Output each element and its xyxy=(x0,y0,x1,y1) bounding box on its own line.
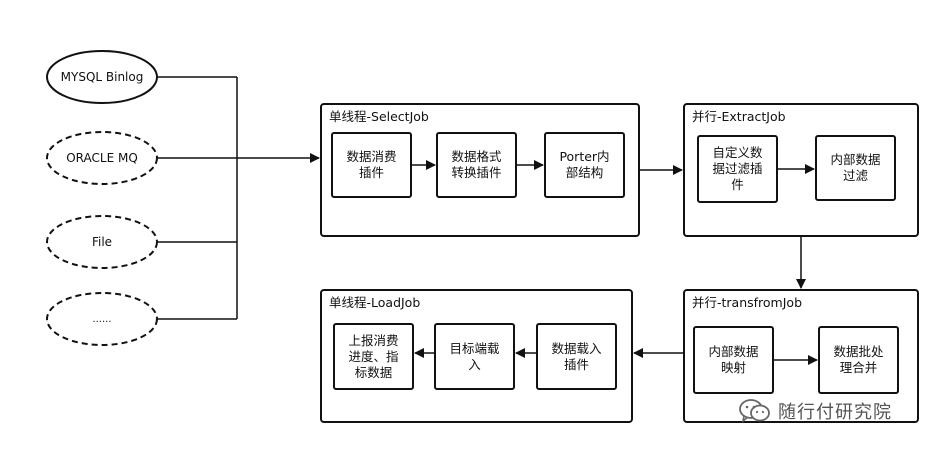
node-transform-1-label: 内部数据 映射 xyxy=(708,344,759,375)
node-load-2-box xyxy=(434,323,515,390)
node-load-1-label: 数据载入 插件 xyxy=(551,340,602,372)
wechat-icon xyxy=(738,398,772,424)
source-label-file: File xyxy=(91,235,113,249)
source-label-mysql: MYSQL Binlog xyxy=(60,70,144,84)
node-load-1-box xyxy=(536,323,617,390)
group-extract-title: 并行-ExtractJob xyxy=(692,109,786,124)
node-select-3-box xyxy=(544,132,625,198)
node-select-3-label: Porter内 部结构 xyxy=(559,149,610,180)
watermark: 随行付研究院 xyxy=(738,396,892,426)
node-load-3-label: 上报消费 进度、指 标数据 xyxy=(348,332,399,380)
source-connectors xyxy=(157,76,238,320)
node-extract-2-box xyxy=(815,135,896,201)
node-load-3-box xyxy=(333,323,414,390)
source-label-more: ...... xyxy=(92,313,112,325)
source-label-oracle: ORACLE MQ xyxy=(66,151,138,165)
node-transform-2-label: 数据批处 理合并 xyxy=(833,344,884,375)
node-transform-2-box xyxy=(818,326,899,394)
node-select-1-label: 数据消费 插件 xyxy=(346,149,397,180)
watermark-text: 随行付研究院 xyxy=(778,402,892,423)
node-extract-2-label: 内部数据 过滤 xyxy=(830,152,881,183)
node-load-2-label: 目标端载 入 xyxy=(449,340,500,372)
group-load-title: 单线程-LoadJob xyxy=(329,295,421,310)
node-select-2-label: 数据格式 转换插件 xyxy=(451,149,502,180)
group-select-title: 单线程-SelectJob xyxy=(329,109,429,124)
node-extract-1-label: 自定义数 据过滤插 件 xyxy=(712,145,763,192)
group-transform-title: 并行-transfromJob xyxy=(692,295,803,310)
